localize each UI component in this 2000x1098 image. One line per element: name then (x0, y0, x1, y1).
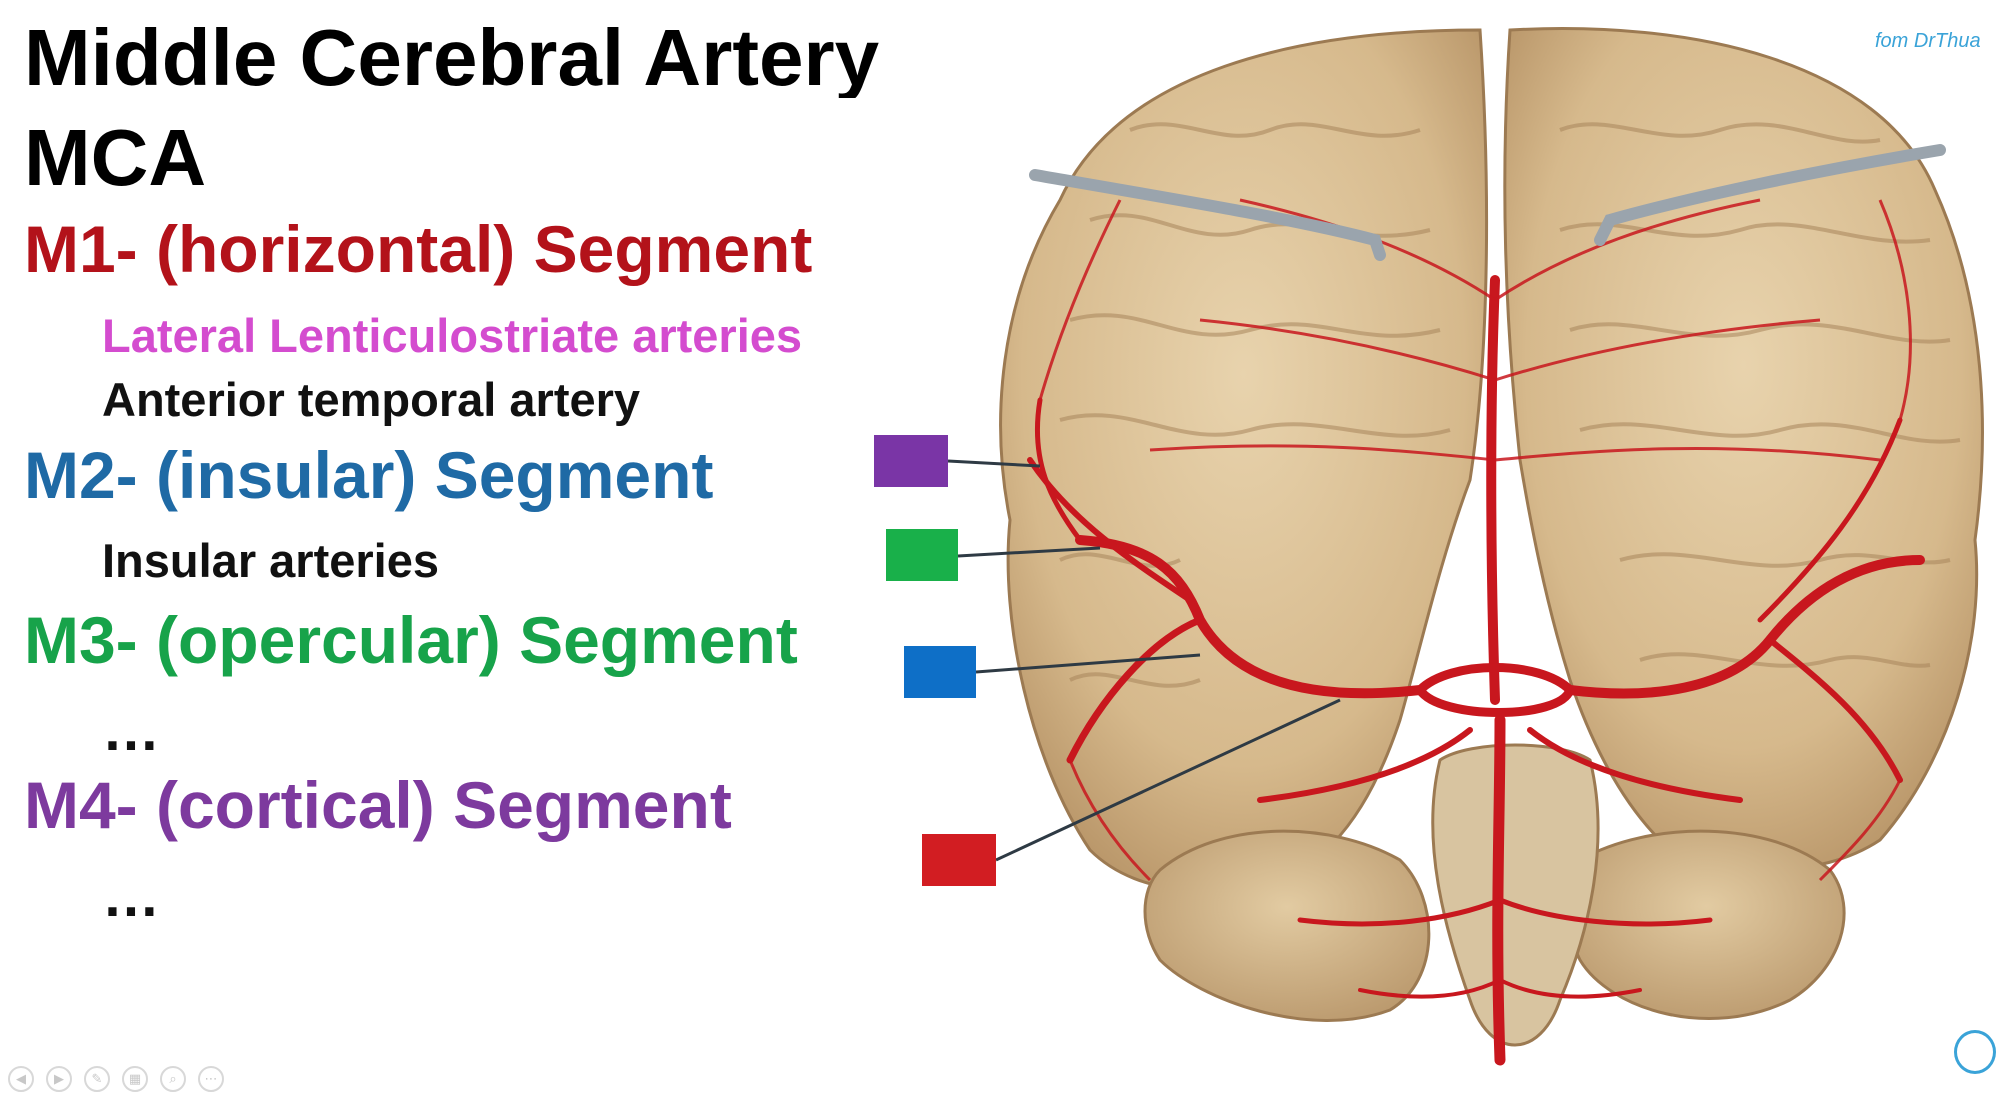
slide-title-line-1: Middle Cerebral Artery (24, 18, 880, 98)
left-retractor (1029, 169, 1386, 261)
previous-slide-icon[interactable]: ◀ (8, 1066, 34, 1092)
brainstem (1431, 743, 1600, 1047)
leader-line-3 (975, 653, 1201, 674)
branch-anterior-temporal: Anterior temporal artery (102, 373, 641, 426)
branch-insular-arteries: Insular arteries (102, 534, 440, 587)
segment-m3-heading: M3- (opercular) Segment (24, 603, 798, 677)
left-mca-trunk (1075, 535, 1425, 699)
legend-box-blue (904, 646, 976, 698)
zoom-icon[interactable]: ⌕ (160, 1066, 186, 1092)
legend-box-purple (874, 435, 948, 487)
segment-m1-heading: M1- (horizontal) Segment (24, 212, 813, 286)
legend-box-red (922, 834, 996, 886)
leader-line-4 (995, 698, 1341, 862)
right-retractor (1594, 144, 1946, 246)
watermark-top: fom DrThua (1875, 30, 2000, 70)
slideshow-toolbar: ◀ ▶ ✎ ▦ ⌕ ⋯ (8, 1066, 224, 1092)
basilar-artery (1492, 714, 1506, 1066)
segment-m4-heading: M4- (cortical) Segment (24, 768, 732, 842)
m3-ellipsis: … (102, 698, 164, 763)
pen-icon[interactable]: ✎ (84, 1066, 110, 1092)
more-options-icon[interactable]: ⋯ (198, 1066, 224, 1092)
grid-view-icon[interactable]: ▦ (122, 1066, 148, 1092)
next-slide-icon[interactable]: ▶ (46, 1066, 72, 1092)
cerebellum-left (1143, 829, 1431, 1022)
leader-line-1 (947, 459, 1041, 468)
anterior-cerebral-artery (1486, 275, 1500, 705)
slide-title-line-2: MCA (24, 113, 207, 202)
watermark-text: fom DrThua (1875, 30, 1981, 52)
m4-ellipsis: … (102, 864, 164, 929)
left-hemisphere (999, 28, 1489, 892)
leader-line-2 (957, 546, 1101, 558)
branch-lateral-lenticulostriate: Lateral Lenticulostriate arteries (102, 309, 803, 362)
watermark-logo-icon (1954, 1030, 1996, 1074)
segment-m2-heading: M2- (insular) Segment (24, 438, 714, 512)
legend-box-green (886, 529, 958, 581)
